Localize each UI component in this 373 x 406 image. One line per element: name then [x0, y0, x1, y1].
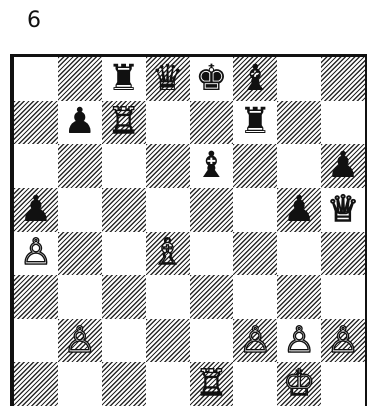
square-c7[interactable]: ♖	[102, 101, 146, 145]
square-a7[interactable]	[14, 101, 58, 145]
square-b2[interactable]: ♙	[58, 319, 102, 363]
square-c5[interactable]	[102, 188, 146, 232]
white-rook-icon[interactable]: ♖	[190, 362, 234, 406]
square-a2[interactable]	[14, 319, 58, 363]
square-d1[interactable]	[146, 362, 190, 406]
white-pawn-icon[interactable]: ♙	[58, 319, 102, 363]
square-b5[interactable]	[58, 188, 102, 232]
square-f1[interactable]	[233, 362, 277, 406]
square-d5[interactable]	[146, 188, 190, 232]
square-d7[interactable]	[146, 101, 190, 145]
square-g7[interactable]	[277, 101, 321, 145]
white-bishop-icon[interactable]: ♗	[146, 232, 190, 276]
square-g5[interactable]: ♟	[277, 188, 321, 232]
square-g2[interactable]: ♙	[277, 319, 321, 363]
square-f6[interactable]	[233, 144, 277, 188]
square-e2[interactable]	[190, 319, 234, 363]
square-a3[interactable]	[14, 275, 58, 319]
square-b3[interactable]	[58, 275, 102, 319]
square-f2[interactable]: ♙	[233, 319, 277, 363]
square-h3[interactable]	[321, 275, 365, 319]
white-king-icon[interactable]: ♔	[277, 362, 321, 406]
white-pawn-icon[interactable]: ♙	[277, 319, 321, 363]
square-e6[interactable]: ♝	[190, 144, 234, 188]
square-h1[interactable]	[321, 362, 365, 406]
square-b7[interactable]: ♟	[58, 101, 102, 145]
square-c6[interactable]	[102, 144, 146, 188]
square-f7[interactable]: ♜	[233, 101, 277, 145]
square-g6[interactable]	[277, 144, 321, 188]
square-b8[interactable]	[58, 57, 102, 101]
black-king-icon[interactable]: ♚	[190, 57, 234, 101]
white-queen-icon[interactable]: ♕	[321, 188, 365, 232]
black-pawn-icon[interactable]: ♟	[277, 188, 321, 232]
square-c1[interactable]	[102, 362, 146, 406]
white-pawn-icon[interactable]: ♙	[321, 319, 365, 363]
square-f5[interactable]	[233, 188, 277, 232]
square-a8[interactable]	[14, 57, 58, 101]
square-a5[interactable]: ♟	[14, 188, 58, 232]
square-f8[interactable]: ♝	[233, 57, 277, 101]
square-h4[interactable]	[321, 232, 365, 276]
square-c3[interactable]	[102, 275, 146, 319]
square-c2[interactable]	[102, 319, 146, 363]
square-h7[interactable]	[321, 101, 365, 145]
diagram-number: 6	[27, 10, 41, 32]
square-g3[interactable]	[277, 275, 321, 319]
square-b1[interactable]	[58, 362, 102, 406]
square-d4[interactable]: ♗	[146, 232, 190, 276]
square-f3[interactable]	[233, 275, 277, 319]
white-pawn-icon[interactable]: ♙	[14, 232, 58, 276]
square-d3[interactable]	[146, 275, 190, 319]
square-d8[interactable]: ♛	[146, 57, 190, 101]
square-b4[interactable]	[58, 232, 102, 276]
square-e7[interactable]	[190, 101, 234, 145]
square-a1[interactable]	[14, 362, 58, 406]
square-d6[interactable]	[146, 144, 190, 188]
black-rook-icon[interactable]: ♜	[233, 101, 277, 145]
square-h6[interactable]: ♟	[321, 144, 365, 188]
square-e5[interactable]	[190, 188, 234, 232]
square-d2[interactable]	[146, 319, 190, 363]
black-bishop-icon[interactable]: ♝	[233, 57, 277, 101]
square-g4[interactable]	[277, 232, 321, 276]
chess-board[interactable]: ♜♛♚♝♟♖♜♝♟♟♟♕♙♗♙♙♙♙♖♔	[14, 57, 365, 406]
white-rook-icon[interactable]: ♖	[102, 101, 146, 145]
square-c4[interactable]	[102, 232, 146, 276]
square-e4[interactable]	[190, 232, 234, 276]
square-h2[interactable]: ♙	[321, 319, 365, 363]
square-h5[interactable]: ♕	[321, 188, 365, 232]
black-bishop-icon[interactable]: ♝	[190, 144, 234, 188]
black-rook-icon[interactable]: ♜	[102, 57, 146, 101]
square-e8[interactable]: ♚	[190, 57, 234, 101]
square-e3[interactable]	[190, 275, 234, 319]
square-g1[interactable]: ♔	[277, 362, 321, 406]
white-pawn-icon[interactable]: ♙	[233, 319, 277, 363]
square-a6[interactable]	[14, 144, 58, 188]
black-pawn-icon[interactable]: ♟	[321, 144, 365, 188]
square-f4[interactable]	[233, 232, 277, 276]
black-queen-icon[interactable]: ♛	[146, 57, 190, 101]
black-pawn-icon[interactable]: ♟	[14, 188, 58, 232]
square-b6[interactable]	[58, 144, 102, 188]
square-e1[interactable]: ♖	[190, 362, 234, 406]
square-h8[interactable]	[321, 57, 365, 101]
black-pawn-icon[interactable]: ♟	[58, 101, 102, 145]
square-c8[interactable]: ♜	[102, 57, 146, 101]
square-g8[interactable]	[277, 57, 321, 101]
square-a4[interactable]: ♙	[14, 232, 58, 276]
